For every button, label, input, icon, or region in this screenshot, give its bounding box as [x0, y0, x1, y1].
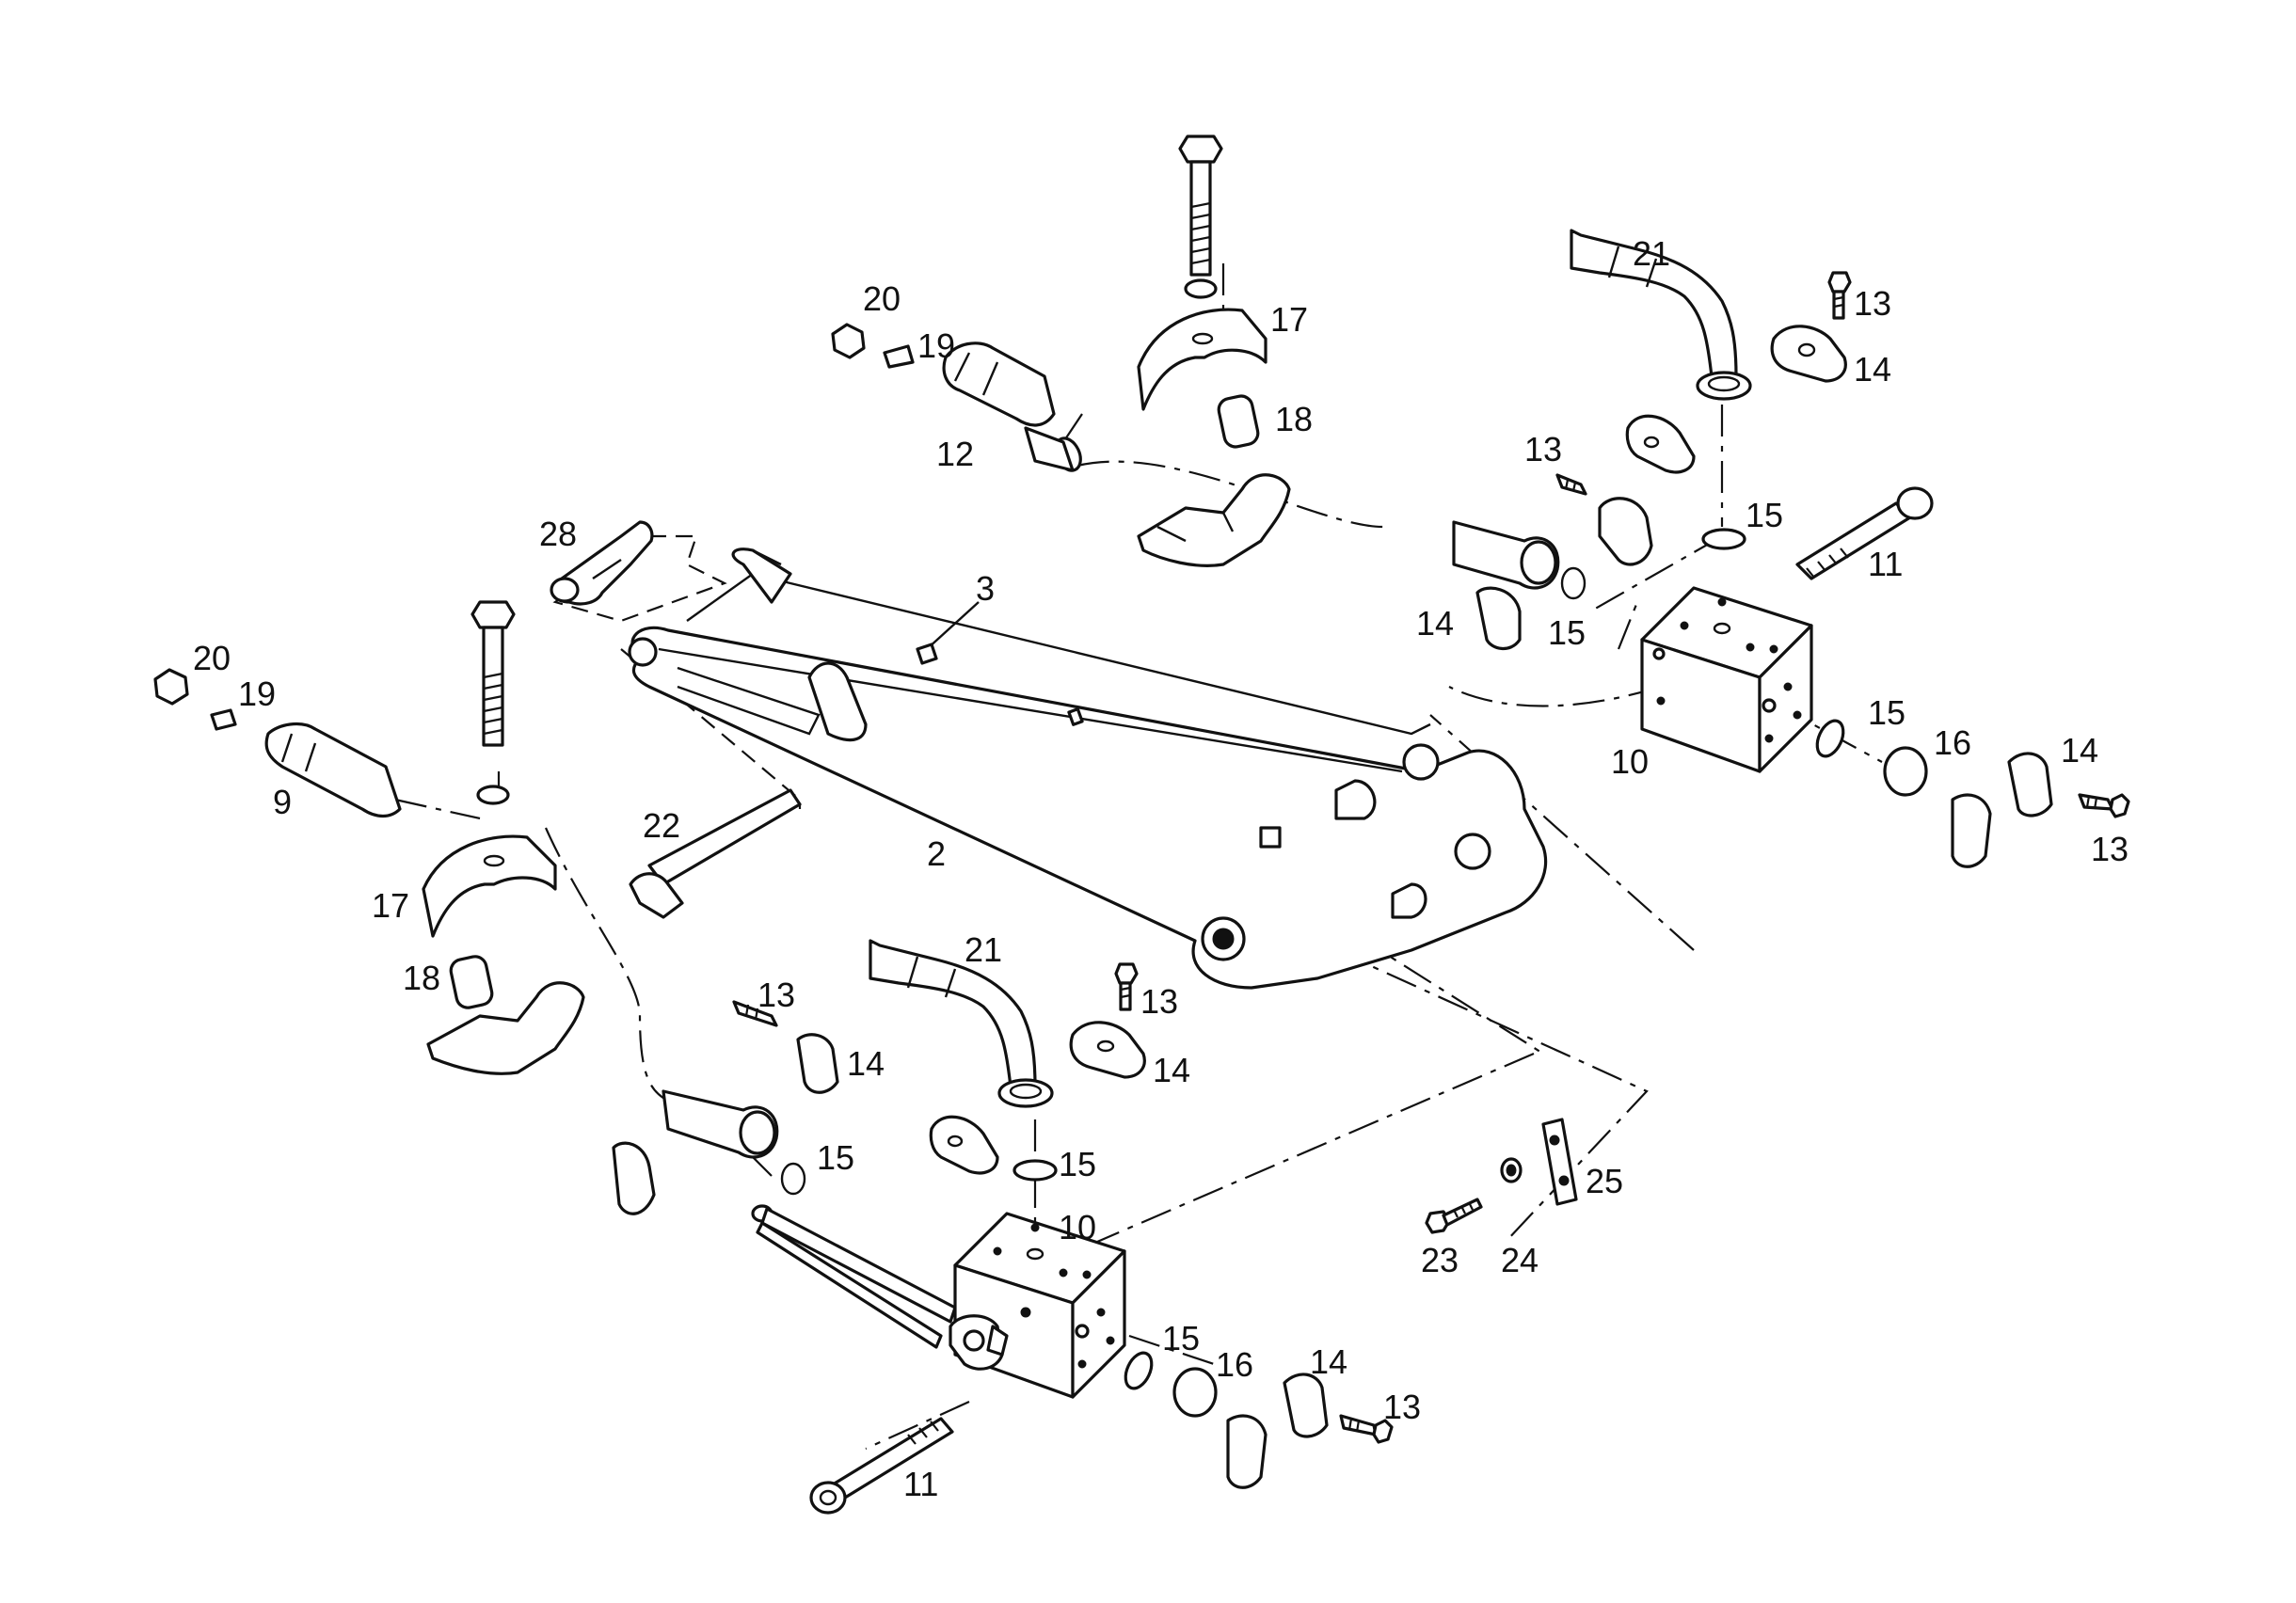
bushing-18-left [449, 955, 494, 1009]
callout-15-bottom: 15 [1162, 1319, 1200, 1357]
callout-17-top: 17 [1270, 300, 1308, 339]
callout-22: 22 [643, 806, 680, 845]
bolt-13-clamp-14-bottom-center [929, 962, 1146, 1175]
callout-13-bottom: 13 [1383, 1388, 1421, 1426]
bolt-13-clamp-14-upper-right [1625, 271, 1852, 474]
callout-2: 2 [927, 834, 946, 873]
callout-11-top: 11 [1868, 545, 1903, 583]
callout-12: 12 [936, 435, 974, 473]
grease-fitting-left [153, 668, 402, 818]
bolt-washer-plate-23-24-25 [1425, 1118, 1578, 1234]
pin-and-clamp-upper-middle [1452, 473, 1653, 650]
callout-10-top: 10 [1611, 742, 1649, 781]
cap-parts-upper-right [1815, 719, 2130, 868]
clamp-17-top [1137, 308, 1268, 449]
callout-14-top-right: 14 [1854, 350, 1891, 389]
callout-18-left: 18 [403, 959, 440, 997]
bolt-13-clamp-14-left-middle [612, 1000, 839, 1215]
callout-15-right: 15 [1868, 693, 1905, 732]
o-ring-15-bottom [1012, 1159, 1058, 1182]
callout-20-left: 20 [193, 639, 231, 677]
callout-15-center: 15 [1059, 1145, 1096, 1183]
bolt-11-top [1795, 486, 1934, 580]
callout-15-left-middle: 15 [817, 1138, 854, 1177]
callout-16-bottom: 16 [1216, 1345, 1253, 1384]
callout-24: 24 [1501, 1241, 1539, 1279]
sleeve-28 [550, 520, 654, 606]
callout-labels: 2 3 9 10 10 11 11 12 13 13 13 13 13 13 1… [193, 234, 2129, 1503]
valve-block-10-bottom [949, 1212, 1126, 1399]
callout-10-bottom: 10 [1059, 1208, 1096, 1246]
callout-13-top-right: 13 [1854, 284, 1891, 323]
callout-13-left-middle: 13 [757, 976, 795, 1014]
callout-14-bottom: 14 [1310, 1342, 1347, 1381]
hose-21-bottom [869, 939, 1054, 1108]
o-ring-15-top [1701, 528, 1746, 550]
part-3 [916, 601, 980, 665]
cap-parts-bottom [1124, 1351, 1394, 1489]
callout-17-left: 17 [372, 886, 409, 925]
bolt-top [1178, 135, 1223, 299]
callout-25: 25 [1586, 1162, 1623, 1200]
callout-9: 9 [273, 783, 292, 821]
hose-21-top [1570, 229, 1752, 401]
callout-15-top: 15 [1746, 496, 1783, 534]
callout-3: 3 [976, 569, 995, 608]
bolt-11-bottom [809, 1417, 954, 1515]
clamp-lower-left [426, 981, 585, 1075]
callout-13-upper-middle: 13 [1524, 430, 1562, 468]
callout-13-center: 13 [1140, 982, 1178, 1021]
callout-14-right: 14 [2061, 731, 2098, 770]
callout-15-upper-middle: 15 [1548, 613, 1586, 652]
callout-28: 28 [539, 515, 577, 553]
callout-21-bottom: 21 [965, 930, 1002, 969]
callout-21-top: 21 [1633, 234, 1670, 273]
valve-block-10-top [1640, 586, 1813, 773]
callout-19-left: 19 [238, 675, 276, 713]
callout-18-top: 18 [1275, 400, 1313, 438]
grease-fitting-top [831, 323, 1082, 472]
bolt-left [470, 600, 516, 805]
swing-arm [628, 548, 1548, 990]
callout-14-left-middle: 14 [847, 1044, 885, 1083]
pin-22 [629, 788, 802, 919]
callout-19-top: 19 [917, 326, 955, 365]
callout-16-right: 16 [1934, 723, 1971, 762]
callout-13-right: 13 [2091, 830, 2129, 868]
clamp-17-left [422, 834, 557, 938]
callout-14-upper-middle: 14 [1416, 604, 1454, 643]
lever-handle [751, 1204, 957, 1349]
callout-14-center: 14 [1153, 1051, 1190, 1089]
clamp-lower-top [1137, 473, 1291, 567]
callout-23: 23 [1421, 1241, 1459, 1279]
callout-20-top: 20 [863, 279, 901, 318]
callout-11-bottom: 11 [903, 1465, 938, 1503]
